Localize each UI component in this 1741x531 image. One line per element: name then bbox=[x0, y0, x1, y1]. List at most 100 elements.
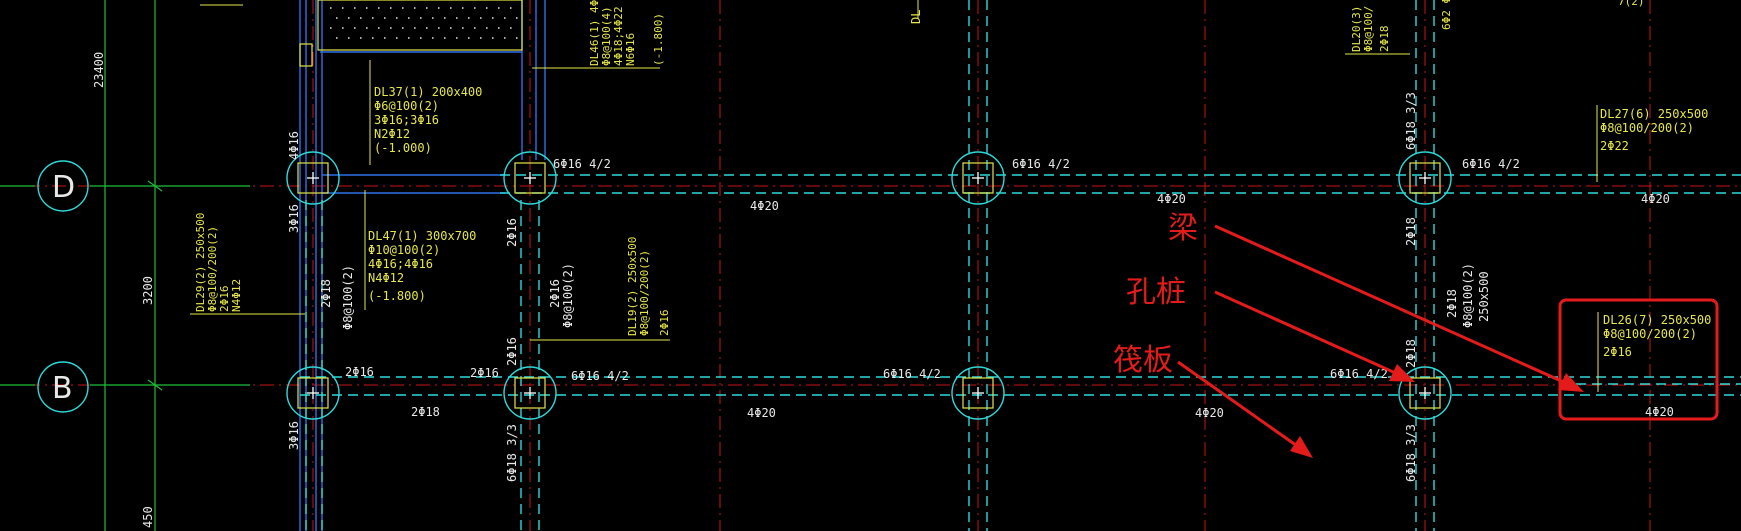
rebar-label-6f16-row-b-2: 6Φ16 4/2 bbox=[883, 367, 941, 381]
pile[interactable] bbox=[951, 151, 1005, 205]
hatch-dot bbox=[431, 17, 434, 19]
pile-cap bbox=[514, 377, 546, 409]
pile-ring bbox=[1398, 366, 1452, 420]
rebar-label-6f16-row-d-1: 6Φ16 4/2 bbox=[553, 157, 611, 171]
rebar-label-2f18-vertical-2: 2Φ18 bbox=[1404, 217, 1418, 246]
note-dl37[interactable]: DL37(1) 200x400 Φ6@100(2) 3Φ16;3Φ16 N2Φ1… bbox=[374, 85, 482, 155]
dimension-text-450: 450 bbox=[141, 506, 155, 528]
hatch-dot bbox=[425, 27, 428, 29]
rebar-label-6f18-vertical-2: 6Φ18 3/3 bbox=[1404, 92, 1418, 150]
hatch-dot bbox=[383, 17, 386, 19]
rebar-label-4f20-row-b-3: 4Φ20 bbox=[1645, 405, 1674, 419]
note-dl19-line-3: 2Φ16 bbox=[658, 310, 671, 337]
note-dl37-line-5: (-1.000) bbox=[374, 141, 432, 155]
hatch-dot bbox=[359, 17, 362, 19]
note-dl46[interactable]: DL46(1) 4Φ Φ8@100(4) 4Φ18;4Φ22 N6Φ16 (-1… bbox=[588, 0, 665, 66]
note-dl27-line-3: 2Φ22 bbox=[1600, 139, 1629, 153]
note-dl29-line-1: DL29(2) 250x500 bbox=[194, 213, 207, 312]
axis-bubble-d[interactable]: D bbox=[37, 160, 89, 212]
note-dl29-line-3: 2Φ16 bbox=[218, 286, 231, 313]
highlight-box-dl26 bbox=[1558, 298, 1719, 421]
hatch-dot bbox=[335, 37, 338, 39]
hatch-dot bbox=[383, 37, 386, 39]
hatch-dot bbox=[359, 37, 362, 39]
hatch-dot bbox=[413, 27, 416, 29]
note-dl29[interactable]: DL29(2) 250x500 Φ8@100/200(2) 2Φ16 N4Φ12 bbox=[194, 213, 243, 312]
note-dl47-line-2: Φ10@100(2) bbox=[368, 243, 440, 257]
pile-cap bbox=[1409, 377, 1441, 409]
leader-lines bbox=[190, 0, 1599, 392]
hatch-dot bbox=[497, 27, 500, 29]
hatch-dot bbox=[467, 37, 470, 39]
note-dl46-line-1: DL46(1) 4Φ bbox=[588, 0, 601, 66]
pile-ring bbox=[951, 151, 1005, 205]
red-callouts: 梁 孔桩 筏板 bbox=[1113, 211, 1719, 458]
pile[interactable] bbox=[503, 366, 557, 420]
hatch-dot bbox=[407, 37, 410, 39]
callout-label-kongzhuang: 孔桩 bbox=[1126, 275, 1186, 310]
pile-cap bbox=[297, 162, 329, 194]
dimension-text-23400: 23400 bbox=[92, 52, 106, 88]
rebar-label-4f16-vertical: 4Φ16 bbox=[287, 131, 301, 160]
rebar-label-4f20-row-d-2: 4Φ20 bbox=[1157, 192, 1186, 206]
pile[interactable] bbox=[1398, 366, 1452, 420]
pile[interactable] bbox=[286, 366, 340, 420]
hatch-dot bbox=[449, 7, 452, 9]
rebar-label-2f18-vertical-3: 2Φ18 bbox=[1404, 339, 1418, 368]
raft-hatch-area bbox=[317, 0, 523, 51]
note-dl27[interactable]: DL27(6) 250x500 Φ8@100/200(2) 2Φ22 bbox=[1600, 107, 1708, 153]
axis-label-b: B bbox=[52, 371, 73, 406]
rebar-label-2f16-vertical-2: 2Φ16 bbox=[505, 337, 519, 366]
note-dl37-line-2: Φ6@100(2) bbox=[374, 99, 439, 113]
fragment-dl-top: DL bbox=[909, 10, 923, 24]
hatch-dot bbox=[491, 17, 494, 19]
hatch-dot bbox=[353, 27, 356, 29]
note-dl47[interactable]: DL47(1) 300x700 Φ10@100(2) 4Φ16;4Φ16 N4Φ… bbox=[368, 229, 476, 303]
hatch-dot bbox=[419, 17, 422, 19]
note-dl46-line-2: Φ8@100(4) bbox=[600, 6, 613, 66]
hatch-dot bbox=[479, 37, 482, 39]
hatch-dot bbox=[449, 27, 452, 29]
note-dl26[interactable]: DL26(7) 250x500 Φ8@100/200(2) 2Φ16 bbox=[1603, 313, 1711, 359]
hatch-dot bbox=[347, 37, 350, 39]
hatch-dot bbox=[377, 27, 380, 29]
note-dl47-line-1: DL47(1) 300x700 bbox=[368, 229, 476, 243]
hatch-dot bbox=[425, 7, 428, 9]
callout-arrow-kongzhuang bbox=[1214, 290, 1415, 382]
note-dl37-line-1: DL37(1) 200x400 bbox=[374, 85, 482, 99]
rebar-label-2f16-vertical-3: 2Φ16 bbox=[548, 279, 562, 308]
pile[interactable] bbox=[286, 151, 340, 205]
note-dl19-line-2: Φ8@100/200(2) bbox=[638, 250, 651, 336]
pile[interactable] bbox=[951, 366, 1005, 420]
hatch-dot bbox=[473, 27, 476, 29]
pile-cap bbox=[962, 162, 994, 194]
hatch-dot bbox=[509, 27, 512, 29]
hatch-dot bbox=[485, 7, 488, 9]
note-dl20[interactable]: DL20(3) Φ8@100/ 2Φ18 bbox=[1350, 6, 1391, 52]
pile[interactable] bbox=[503, 151, 557, 205]
hatch-dot bbox=[407, 17, 410, 19]
note-dl37-line-3: 3Φ16;3Φ16 bbox=[374, 113, 439, 127]
note-dl46-line-4: N6Φ16 bbox=[624, 33, 637, 66]
pile-ring bbox=[286, 366, 340, 420]
hatch-dot bbox=[365, 7, 368, 9]
hatch-dot bbox=[377, 7, 380, 9]
hatch-dot bbox=[479, 17, 482, 19]
pile-cap bbox=[962, 377, 994, 409]
hatch-dot bbox=[341, 27, 344, 29]
hatch-dot bbox=[353, 7, 356, 9]
pile[interactable] bbox=[1398, 151, 1452, 205]
hatch-dot bbox=[329, 7, 332, 9]
note-dl46-line-3: 4Φ18;4Φ22 bbox=[612, 6, 625, 66]
rebar-label-6f16-row-b-3: 6Φ16 4/2 bbox=[1330, 367, 1388, 381]
rebar-label-4f20-row-b-1: 4Φ20 bbox=[747, 406, 776, 420]
rebar-label-6f16-row-d-3: 6Φ16 4/2 bbox=[1462, 157, 1520, 171]
axis-bubble-b[interactable]: B bbox=[37, 361, 89, 413]
hatch-dot bbox=[401, 27, 404, 29]
note-dl26-line-3: 2Φ16 bbox=[1603, 345, 1632, 359]
note-dl19[interactable]: DL19(2) 250x500 Φ8@100/200(2) 2Φ16 bbox=[626, 237, 671, 336]
rebar-label-250x500-vertical: 250x500 bbox=[1477, 271, 1491, 322]
dimension-text-3200: 3200 bbox=[141, 276, 155, 305]
note-dl29-line-4: N4Φ12 bbox=[230, 279, 243, 312]
